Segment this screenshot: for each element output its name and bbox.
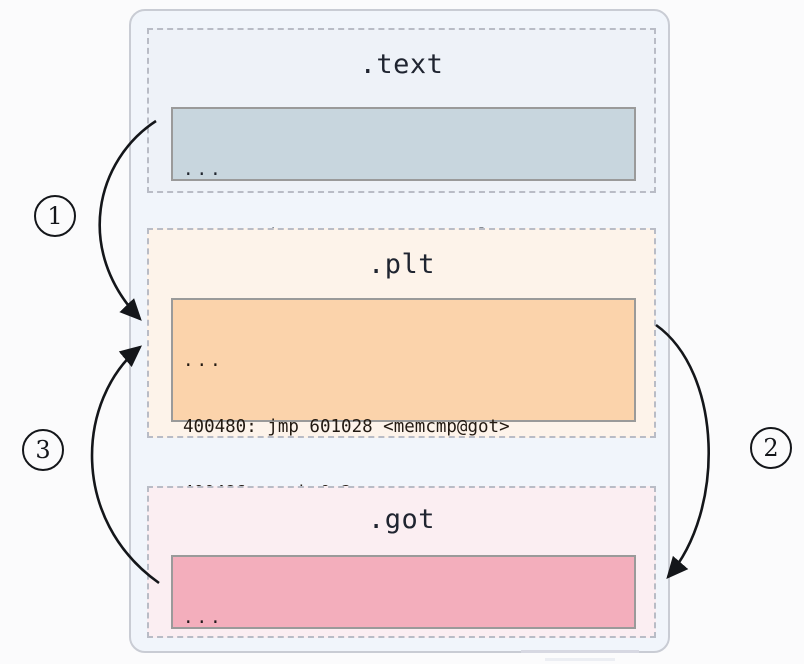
code-line: ...	[183, 160, 224, 180]
section-got: .got ... 601028: 0x400486 ...	[147, 486, 656, 638]
section-text: .text ... 400637: jmp 400480 <memcmp@plt…	[147, 28, 656, 312]
step-marker-label: 1	[47, 202, 63, 230]
code-box-got: ... 601028: 0x400486 ...	[171, 555, 636, 629]
section-title-text: .text	[359, 49, 444, 80]
code-box-plt: ... 400480: jmp 601028 <memcmp@got> 4004…	[171, 298, 636, 635]
step-marker-2: 2	[750, 427, 792, 469]
code-line: 400480: jmp 601028 <memcmp@got>	[183, 417, 510, 437]
section-title-plt: .plt	[367, 249, 436, 280]
step-marker-label: 2	[763, 434, 779, 462]
section-title-got: .got	[367, 504, 436, 535]
code-box-text: ... 400637: jmp 400480 <memcmp@plt> ...	[171, 107, 636, 312]
section-plt: .plt ... 400480: jmp 601028 <memcmp@got>…	[147, 228, 656, 635]
step-marker-label: 3	[35, 436, 51, 464]
code-line: ...	[183, 351, 224, 371]
bottom-edge-artifact	[521, 650, 639, 653]
step-marker-3: 3	[22, 429, 64, 471]
code-line: ...	[183, 608, 224, 628]
process-memory-container: .text ... 400637: jmp 400480 <memcmp@plt…	[129, 9, 670, 653]
step-marker-1: 1	[34, 195, 76, 237]
bottom-edge-artifact-secondary	[545, 658, 615, 661]
